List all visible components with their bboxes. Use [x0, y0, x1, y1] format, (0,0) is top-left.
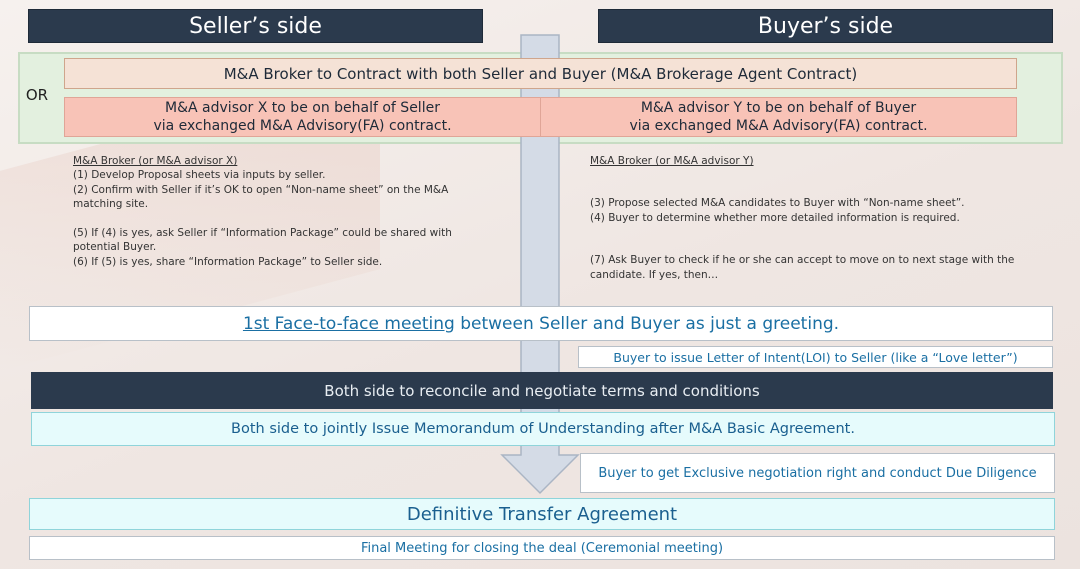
seller-side-header: Seller’s side — [28, 9, 483, 43]
advisor-x-line1: M&A advisor X to be on behalf of Seller — [165, 99, 440, 116]
mou-box: Both side to jointly Issue Memorandum of… — [31, 412, 1055, 446]
negotiate-bar: Both side to reconcile and negotiate ter… — [31, 372, 1053, 409]
seller-notes: M&A Broker (or M&A advisor X) (1) Develo… — [73, 154, 493, 269]
definitive-agreement-box: Definitive Transfer Agreement — [29, 498, 1055, 530]
first-meeting-box: 1st Face-to-face meeting between Seller … — [29, 306, 1053, 341]
buyer-note-3: (3) Propose selected M&A candidates to B… — [590, 197, 965, 210]
final-meeting-box: Final Meeting for closing the deal (Cere… — [29, 536, 1055, 560]
seller-note-6: (6) If (5) is yes, share “Information Pa… — [73, 255, 383, 268]
advisor-x-box: M&A advisor X to be on behalf of Seller … — [64, 97, 541, 137]
buyer-note-7: (7) Ask Buyer to check if he or she can … — [590, 254, 1015, 281]
advisor-y-box: M&A advisor Y to be on behalf of Buyer v… — [540, 97, 1017, 137]
or-label: OR — [25, 86, 49, 104]
advisor-y-line2: via exchanged M&A Advisory(FA) contract. — [629, 118, 928, 134]
due-diligence-box: Buyer to get Exclusive negotiation right… — [580, 453, 1055, 493]
buyer-notes-heading: M&A Broker (or M&A advisor Y) — [590, 155, 754, 167]
first-meeting-text: between Seller and Buyer as just a greet… — [454, 313, 840, 334]
seller-note-5: (5) If (4) is yes, ask Seller if “Inform… — [73, 226, 452, 254]
buyer-side-header: Buyer’s side — [598, 9, 1053, 43]
seller-note-1: (1) Develop Proposal sheets via inputs b… — [73, 169, 326, 182]
buyer-notes: M&A Broker (or M&A advisor Y) (3) Propos… — [590, 154, 1060, 282]
broker-contract-box: M&A Broker to Contract with both Seller … — [64, 58, 1017, 89]
buyer-note-4: (4) Buyer to determine whether more deta… — [590, 211, 960, 224]
seller-notes-heading: M&A Broker (or M&A advisor X) — [73, 155, 238, 167]
seller-note-2: (2) Confirm with Seller if it’s OK to op… — [73, 183, 449, 211]
first-meeting-link[interactable]: 1st Face-to-face meeting — [242, 313, 455, 334]
advisor-y-line1: M&A advisor Y to be on behalf of Buyer — [640, 99, 917, 116]
advisor-x-line2: via exchanged M&A Advisory(FA) contract. — [153, 118, 452, 134]
loi-box: Buyer to issue Letter of Intent(LOI) to … — [578, 346, 1053, 368]
